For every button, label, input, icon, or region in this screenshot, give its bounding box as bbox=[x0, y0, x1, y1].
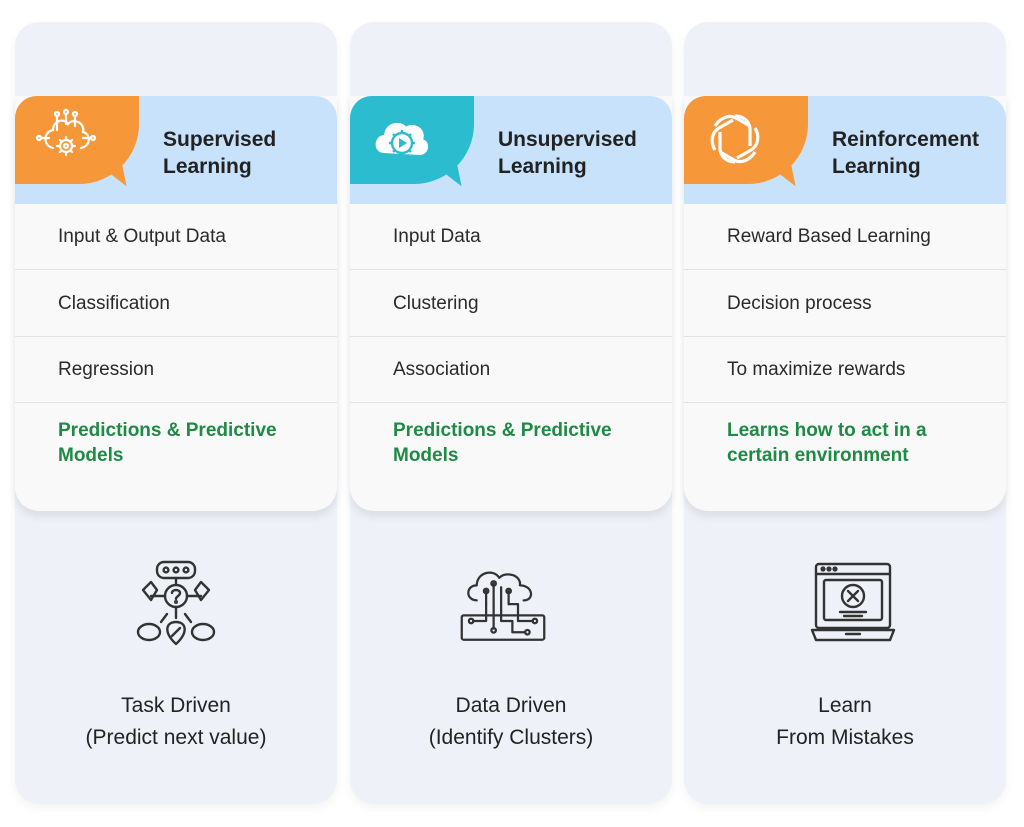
caption-line-1: Data Driven bbox=[455, 694, 567, 717]
highlight-line-2: Models bbox=[393, 445, 459, 466]
card-title: Reinforcement Learning bbox=[832, 126, 1002, 180]
title-line-2: Learning bbox=[498, 155, 587, 178]
bottom-caption: Learn From Mistakes bbox=[684, 690, 1006, 754]
title-line-2: Learning bbox=[163, 155, 252, 178]
highlight-line-2: certain environment bbox=[727, 445, 909, 466]
knot-logo-icon bbox=[710, 114, 760, 164]
card-title: Unsupervised Learning bbox=[498, 126, 668, 180]
bottom-caption: Data Driven (Identify Clusters) bbox=[350, 690, 672, 754]
highlight-text: Learns how to act in a certain environme… bbox=[727, 418, 997, 468]
column-unsupervised: Unsupervised Learning Input Data Cluster… bbox=[350, 22, 672, 804]
feature-row: To maximize rewards bbox=[684, 337, 1006, 403]
highlight-line-1: Predictions & Predictive bbox=[393, 420, 612, 441]
card-header: Reinforcement Learning bbox=[684, 96, 1006, 204]
feature-row: Reward Based Learning bbox=[684, 204, 1006, 270]
title-line-1: Unsupervised bbox=[498, 128, 637, 151]
feature-row: Clustering bbox=[350, 271, 672, 337]
card-header: Supervised Learning bbox=[15, 96, 337, 204]
card-supervised: Supervised Learning Input & Output Data … bbox=[15, 96, 337, 511]
feature-row: Regression bbox=[15, 337, 337, 403]
card-title: Supervised Learning bbox=[163, 126, 333, 180]
feature-row: Decision process bbox=[684, 271, 1006, 337]
feature-row: Classification bbox=[15, 271, 337, 337]
caption-line-2: (Identify Clusters) bbox=[428, 726, 594, 749]
ai-brain-gear-icon bbox=[35, 108, 97, 157]
caption-line-1: Learn bbox=[818, 694, 872, 717]
card-reinforcement: Reinforcement Learning Reward Based Lear… bbox=[684, 96, 1006, 511]
feature-row: Association bbox=[350, 337, 672, 403]
cloud-circuit-icon bbox=[460, 571, 546, 641]
card-unsupervised: Unsupervised Learning Input Data Cluster… bbox=[350, 96, 672, 511]
highlight-text: Predictions & Predictive Models bbox=[393, 418, 663, 468]
column-reinforcement: Reinforcement Learning Reward Based Lear… bbox=[684, 22, 1006, 804]
caption-line-2: From Mistakes bbox=[776, 726, 914, 749]
title-line-1: Reinforcement bbox=[832, 128, 980, 151]
card-header: Unsupervised Learning bbox=[350, 96, 672, 204]
column-supervised: Supervised Learning Input & Output Data … bbox=[15, 22, 337, 804]
bottom-caption: Task Driven (Predict next value) bbox=[15, 690, 337, 754]
caption-line-1: Task Driven bbox=[121, 694, 231, 717]
title-line-1: Supervised bbox=[163, 128, 277, 151]
laptop-error-icon bbox=[810, 562, 896, 642]
title-line-2: Learning bbox=[832, 155, 921, 178]
feature-row: Input & Output Data bbox=[15, 204, 337, 270]
highlight-line-1: Predictions & Predictive bbox=[58, 420, 277, 441]
caption-line-2: (Predict next value) bbox=[85, 726, 267, 749]
decision-tree-icon bbox=[136, 560, 216, 646]
highlight-text: Predictions & Predictive Models bbox=[58, 418, 328, 468]
highlight-line-2: Models bbox=[58, 445, 124, 466]
highlight-line-1: Learns how to act in a bbox=[727, 420, 927, 441]
cloud-gear-play-icon bbox=[375, 122, 428, 156]
feature-row: Input Data bbox=[350, 204, 672, 270]
